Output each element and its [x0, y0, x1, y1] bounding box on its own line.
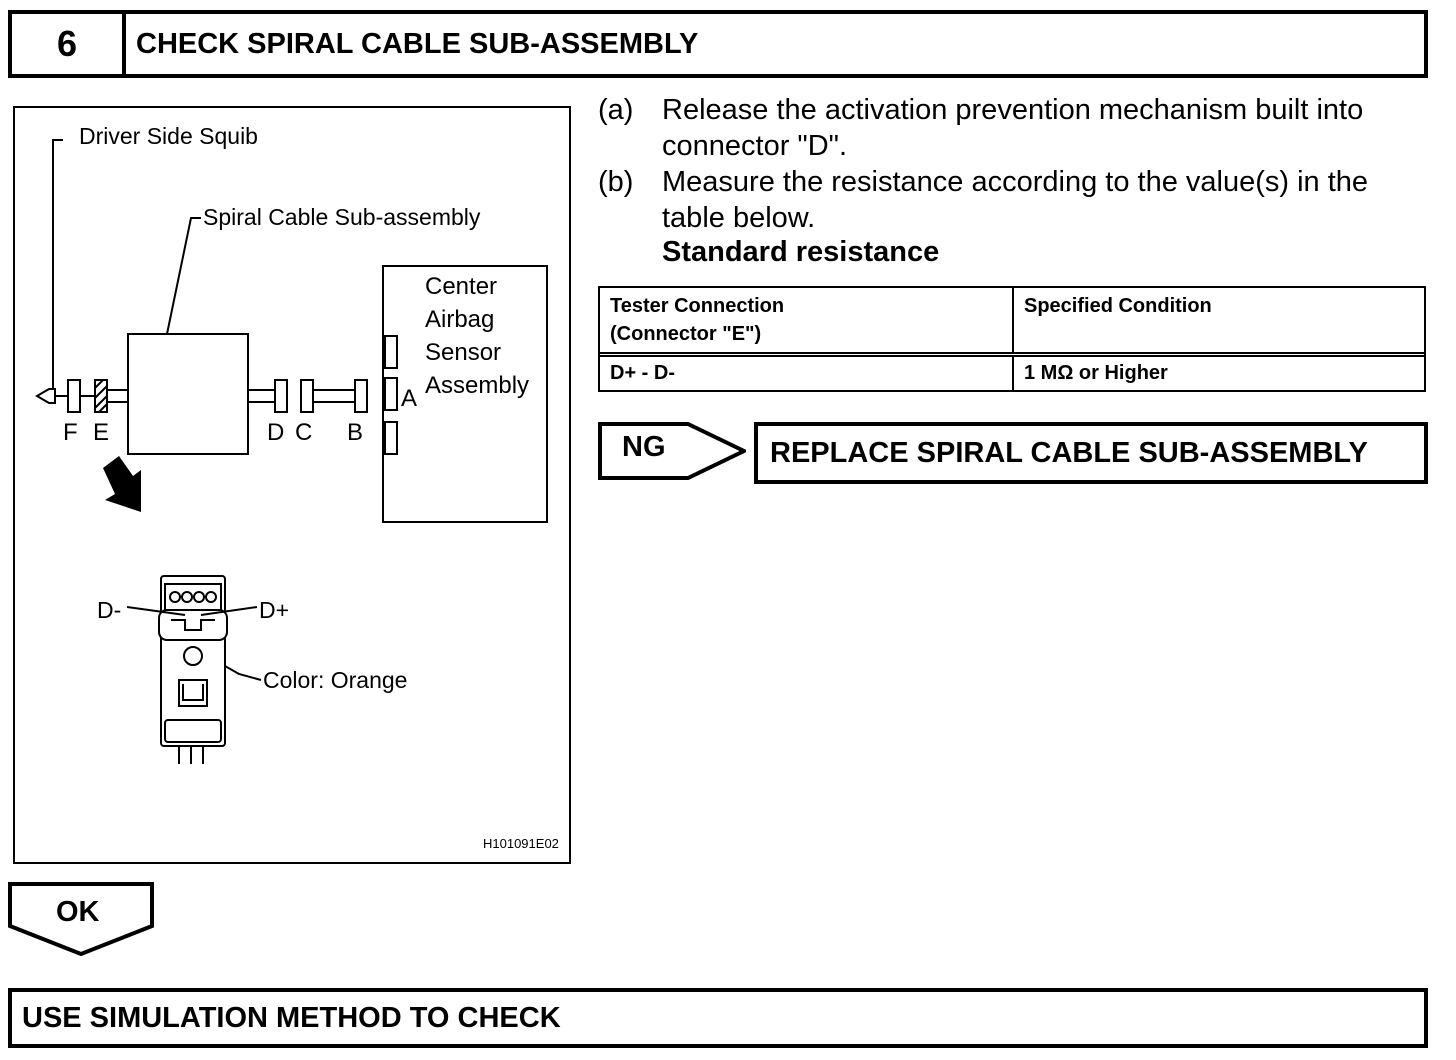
spiral-cable-box	[127, 333, 249, 455]
connector-a-shape	[384, 377, 398, 411]
instruction-b-label: (b)	[598, 166, 634, 198]
next-step-box: USE SIMULATION METHOD TO CHECK	[8, 988, 1428, 1048]
connector-c-shape	[300, 379, 314, 413]
squib-leader-line	[52, 139, 63, 395]
label-d-minus: D-	[97, 597, 121, 623]
step-title: CHECK SPIRAL CABLE SUB-ASSEMBLY	[136, 27, 699, 60]
table-cell-condition: 1 MΩ or Higher	[1024, 362, 1168, 384]
table-header-specified-condition: Specified Condition	[1024, 295, 1212, 317]
wiring-illustration: Driver Side Squib Spiral Cable Sub-assem…	[13, 106, 571, 864]
instruction-a-text: Release the activation prevention mechan…	[662, 94, 1364, 162]
connector-b-shape	[354, 379, 368, 413]
table-header-tester-connection: Tester Connection (Connector "E")	[610, 295, 785, 345]
table-row: D+ - D- 1 MΩ or Higher	[600, 357, 1424, 390]
connector-f-shape	[67, 379, 81, 413]
label-connector-f: F	[63, 419, 78, 446]
label-spiral-cable: Spiral Cable Sub-assembly	[203, 204, 481, 230]
label-connector-e: E	[93, 419, 109, 446]
table-cell-connection: D+ - D-	[610, 362, 675, 384]
step-number: 6	[12, 14, 126, 74]
squib-tip	[35, 388, 56, 404]
instruction-a-label: (a)	[598, 94, 634, 126]
label-center-4: Assembly	[425, 372, 529, 399]
standard-resistance-heading: Standard resistance	[662, 236, 940, 268]
label-driver-side-squib: Driver Side Squib	[79, 123, 258, 149]
instruction-b: (b) Measure the resistance according to …	[598, 164, 1428, 236]
label-d-plus: D+	[259, 597, 289, 623]
figure-id: H101091E02	[483, 836, 559, 851]
step-header: 6 CHECK SPIRAL CABLE SUB-ASSEMBLY	[8, 10, 1428, 78]
label-center-2: Airbag	[425, 306, 494, 333]
ng-label: NG	[622, 431, 666, 463]
ok-arrow-icon	[8, 882, 154, 956]
label-center-3: Sensor	[425, 339, 501, 366]
label-connector-b: B	[347, 419, 363, 446]
center-sensor-box	[382, 265, 548, 523]
table-header-row: Tester Connection (Connector "E") Specif…	[600, 288, 1424, 357]
label-center-1: Center	[425, 273, 497, 300]
ok-label: OK	[56, 896, 100, 928]
down-right-arrow-icon	[103, 456, 141, 512]
label-connector-c: C	[295, 419, 312, 446]
connector-d-shape	[274, 379, 288, 413]
spiral-leader-line	[166, 217, 201, 335]
wiring-diagram: Driver Side Squib Spiral Cable Sub-assem…	[35, 123, 559, 851]
ng-action-box: REPLACE SPIRAL CABLE SUB-ASSEMBLY	[754, 422, 1428, 484]
label-color: Color: Orange	[263, 667, 407, 693]
instruction-b-text: Measure the resistance according to the …	[662, 166, 1369, 234]
label-connector-a: A	[401, 385, 417, 412]
label-connector-d: D	[267, 419, 284, 446]
ng-arrow-icon	[598, 422, 746, 480]
resistance-table: Tester Connection (Connector "E") Specif…	[598, 286, 1426, 392]
instruction-a: (a) Release the activation prevention me…	[598, 92, 1428, 164]
